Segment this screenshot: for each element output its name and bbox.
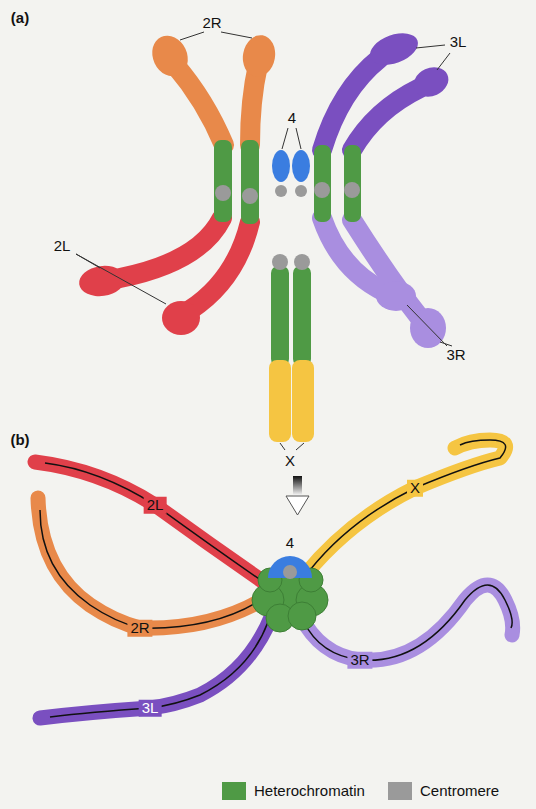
centromere (314, 182, 330, 198)
arm-label: 3R (347, 652, 372, 669)
chromosome-label: 4 (286, 535, 294, 552)
chromosome-label: (b) (10, 432, 29, 449)
chromosome-label: X (285, 453, 295, 470)
centromere (295, 185, 307, 197)
arm-label: 2R (127, 620, 152, 637)
arm-3r (322, 218, 420, 318)
heterochromatin (293, 266, 311, 366)
chromosome-label: 4 (288, 110, 296, 127)
legend-swatch (222, 782, 246, 800)
centromere (215, 185, 231, 201)
heterochromatin (214, 140, 232, 222)
arm-tip (162, 301, 200, 335)
arm-tip (409, 62, 453, 103)
heterochromatin (271, 266, 289, 366)
chromosome-4 (292, 150, 310, 182)
chromosome-label: 3R (446, 347, 465, 364)
chromocenter (252, 562, 328, 632)
heterochromatin (314, 145, 331, 222)
chromosome-axis (40, 440, 512, 717)
chromosome-label: 2R (202, 15, 221, 32)
centromere (272, 254, 288, 270)
centromere (275, 185, 287, 197)
chromosome-label: (a) (11, 10, 29, 27)
arm-label: X (407, 480, 423, 497)
arm-2r (175, 65, 258, 145)
legend-swatch (388, 782, 412, 800)
chromosome-4 (268, 556, 312, 578)
arm-x (269, 360, 291, 442)
arm-2l (120, 218, 250, 310)
chromosome-label: 2L (54, 238, 71, 255)
centromere (344, 182, 360, 198)
arm-3l (322, 58, 420, 150)
interphase-arms (35, 440, 513, 718)
transition-arrow (286, 496, 309, 515)
centromere (294, 254, 310, 270)
leader-lines (76, 32, 452, 450)
transition-arrow (293, 476, 302, 496)
arm-tip (240, 33, 279, 80)
arm-tip (366, 27, 423, 70)
centromere (242, 188, 258, 204)
arm-label: 3L (139, 700, 162, 717)
legend-label: Centromere (420, 783, 499, 800)
chromosome-label: 3L (450, 34, 467, 51)
arm-tip (376, 281, 416, 311)
legend-label: Heterochromatin (254, 783, 365, 800)
arm-label: 2L (144, 497, 167, 514)
heterochromatin (241, 140, 259, 224)
heterochromatin (344, 145, 361, 222)
arm-x (292, 360, 314, 442)
chromosome-4 (272, 150, 290, 182)
centromere (283, 565, 297, 579)
